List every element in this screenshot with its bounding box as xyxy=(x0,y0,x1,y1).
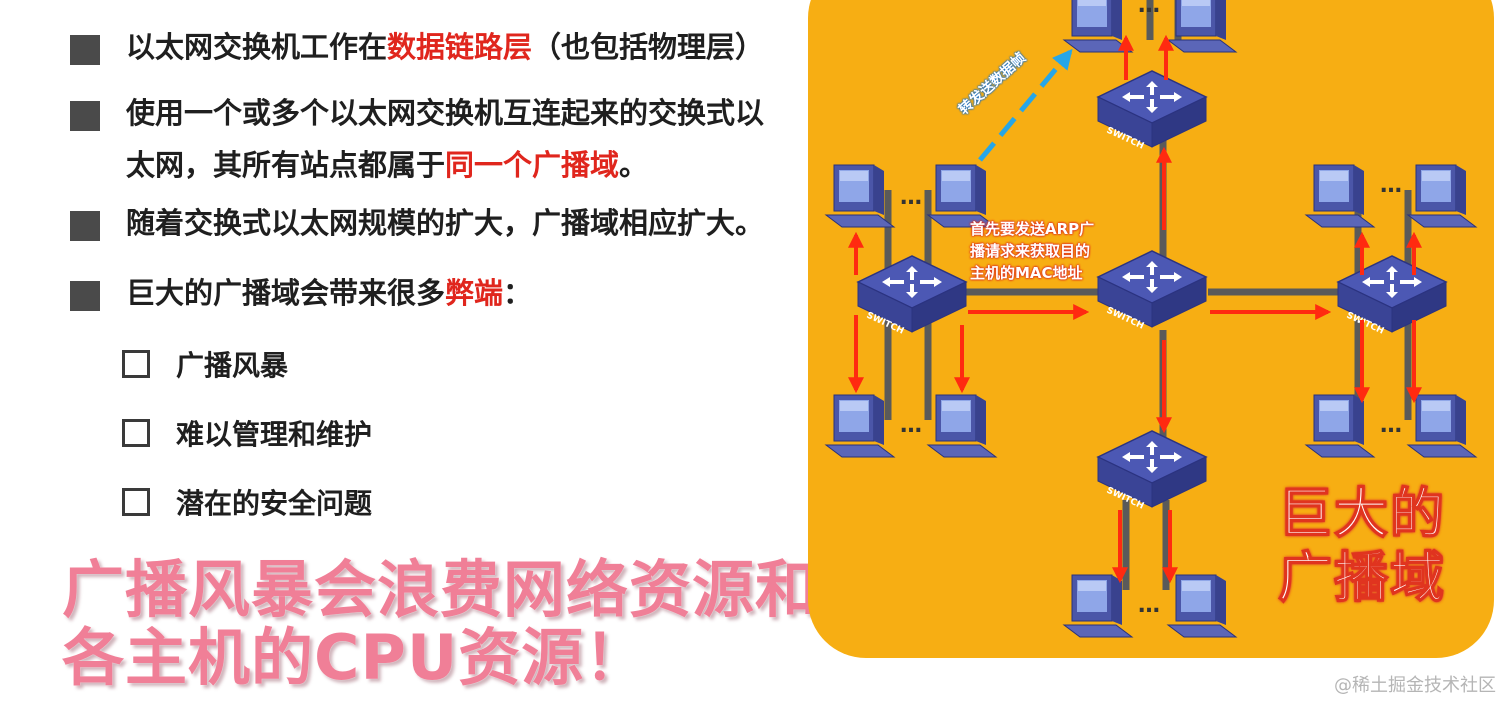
arp-request-note: 首先要发送ARP广 播请求来获取目的 主机的MAC地址 xyxy=(970,220,1095,282)
computer-icon xyxy=(1063,0,1133,53)
bullet-text: 巨大的广播域会带来很多弊端： xyxy=(126,276,533,310)
conclusion-line-1: 广播风暴会浪费网络资源和 xyxy=(62,553,819,626)
sub-item-label: 难以管理和维护 xyxy=(176,418,373,451)
huge-broadcast-domain-label: 巨大的 广播域 xyxy=(1277,481,1446,610)
sub-item: 难以管理和维护 xyxy=(122,413,372,453)
bullet-text: 以太网交换机工作在数据链路层（也包括物理层） xyxy=(126,30,765,64)
sub-item: 潜在的安全问题 xyxy=(122,482,372,522)
domain-label-line-2: 广播域 xyxy=(1277,545,1446,610)
conclusion-line-2: 各主机的CPU资源！ xyxy=(62,621,648,694)
sub-item-label: 潜在的安全问题 xyxy=(176,487,373,520)
broadcast-storm-conclusion: 广播风暴会浪费网络资源和 各主机的CPU资源！ xyxy=(62,556,818,692)
broadcast-domain-diagram: SWITCH SWITCH SWITCH SWITCH SWITCH … … …… xyxy=(808,0,1494,658)
computer-icon xyxy=(1167,574,1237,638)
computer-icon xyxy=(825,394,895,458)
more-hosts-dots: … xyxy=(1138,593,1160,618)
bullet-square-icon xyxy=(70,101,100,131)
checkbox-square-icon xyxy=(122,488,150,516)
more-hosts-dots: … xyxy=(1380,173,1402,198)
computer-icon xyxy=(1407,164,1477,228)
broadcast-arrows xyxy=(848,34,1422,584)
checkbox-square-icon xyxy=(122,350,150,378)
computer-icon xyxy=(1407,394,1477,458)
sub-item: 广播风暴 xyxy=(122,344,288,384)
computer-icon xyxy=(927,394,997,458)
computer-icon xyxy=(1063,574,1133,638)
more-hosts-dots: … xyxy=(900,413,922,438)
computer-icon xyxy=(1305,394,1375,458)
bullet-square-icon xyxy=(70,35,100,65)
more-hosts-dots: … xyxy=(1138,0,1160,18)
bullet-text: 使用一个或多个以太网交换机互连起来的交换式以 太网，其所有站点都属于同一个广播域… xyxy=(126,96,765,182)
network-topology: SWITCH SWITCH SWITCH SWITCH SWITCH … … …… xyxy=(825,0,1477,638)
bullet-1: 以太网交换机工作在数据链路层（也包括物理层） xyxy=(70,30,764,73)
bullet-square-icon xyxy=(70,211,100,241)
computer-icon xyxy=(825,164,895,228)
sub-item-label: 广播风暴 xyxy=(176,349,289,382)
watermark: @稀土掘金技术社区 xyxy=(1334,675,1496,696)
more-hosts-dots: … xyxy=(900,185,922,210)
domain-label-line-1: 巨大的 xyxy=(1277,481,1446,546)
bullet-2: 使用一个或多个以太网交换机互连起来的交换式以 太网，其所有站点都属于同一个广播域… xyxy=(70,96,764,191)
forward-frame-arrow xyxy=(978,48,1073,162)
computer-icon xyxy=(1305,164,1375,228)
bullet-3: 随着交换式以太网规模的扩大，广播域相应扩大。 xyxy=(70,206,764,249)
bullet-4: 巨大的广播域会带来很多弊端： xyxy=(70,276,532,319)
bullet-text: 随着交换式以太网规模的扩大，广播域相应扩大。 xyxy=(126,206,765,240)
checkbox-square-icon xyxy=(122,419,150,447)
computer-icon xyxy=(1167,0,1237,53)
bullet-square-icon xyxy=(70,281,100,311)
more-hosts-dots: … xyxy=(1380,413,1402,438)
